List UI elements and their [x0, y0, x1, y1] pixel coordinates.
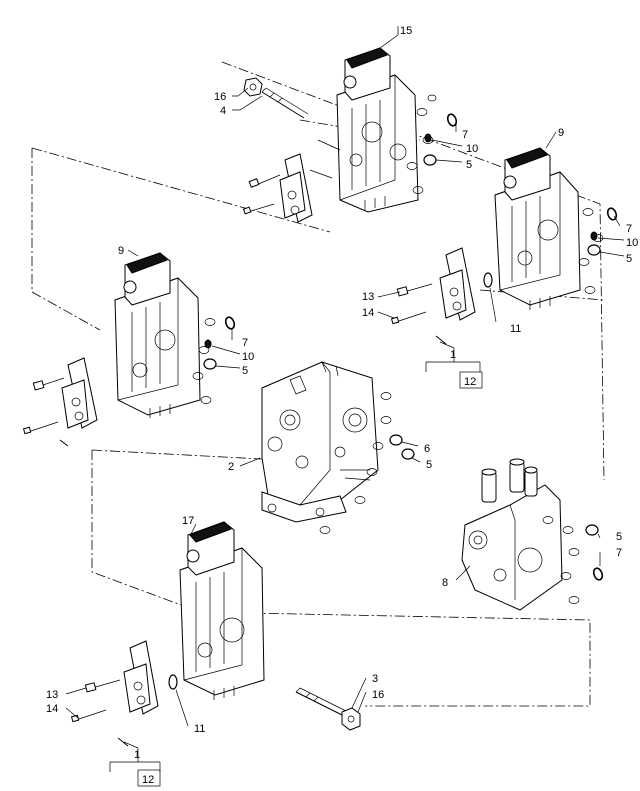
callout-12-bottom: 12	[142, 774, 154, 786]
seal-7-a	[446, 113, 458, 127]
seal-7-c	[224, 316, 236, 330]
callout-9-left: 9	[118, 245, 124, 257]
callout-10-b: 10	[626, 237, 638, 249]
callout-13-right: 13	[362, 291, 374, 303]
callout-7-d: 7	[616, 547, 622, 559]
end-cover-left	[61, 357, 98, 429]
callout-2: 2	[228, 461, 234, 473]
leader-lines	[65, 26, 625, 772]
box-12-right	[459, 371, 483, 389]
screw-14-right	[390, 311, 427, 325]
nut-16-bottom	[341, 707, 361, 731]
callout-11-right: 11	[510, 323, 521, 335]
callout-14-bottom: 14	[46, 703, 58, 715]
callout-11-bottom: 11	[194, 723, 205, 735]
nut-16-top	[243, 77, 263, 97]
callout-8: 8	[442, 577, 448, 589]
seal-7-b	[606, 207, 618, 221]
oring-5-d	[401, 448, 415, 460]
seal-7-d	[592, 567, 604, 581]
callout-7-b: 7	[626, 223, 632, 235]
callout-6: 6	[424, 443, 430, 455]
spring-pin-1-bottom	[117, 737, 129, 747]
end-cover-bottom	[123, 640, 159, 715]
inlet-body-2	[261, 361, 392, 534]
bolt-13-bottom	[84, 679, 121, 693]
callout-16-top: 16	[214, 91, 226, 103]
seal-10-a	[424, 133, 432, 143]
callout-17: 17	[182, 515, 194, 527]
valve-section-17	[179, 521, 265, 700]
screw-left-b	[22, 421, 59, 435]
seal-10-c	[204, 339, 212, 349]
callout-10-a: 10	[466, 143, 478, 155]
callout-1-right: 1	[450, 349, 456, 361]
valve-section-9-left	[114, 252, 216, 418]
callout-15: 15	[400, 25, 412, 37]
oring-5-b	[587, 244, 601, 256]
screw-14-bottom	[70, 709, 107, 723]
spring-pin-left	[59, 439, 69, 447]
spring-pin-1-right	[435, 335, 447, 345]
end-cover-right	[439, 247, 476, 321]
tie-rod-3	[295, 687, 353, 719]
callout-16-bottom: 16	[372, 689, 384, 701]
callout-13-bottom: 13	[46, 689, 58, 701]
bolt-left-a	[32, 377, 65, 391]
callout-5-e: 5	[616, 531, 622, 543]
callout-5-d: 5	[426, 459, 432, 471]
bolt-upper-a	[248, 174, 281, 188]
callout-14-right: 14	[362, 307, 374, 319]
callout-5-c: 5	[242, 365, 248, 377]
bolt-upper-b	[242, 203, 275, 215]
callout-5-a: 5	[466, 159, 472, 171]
oring-6	[389, 434, 403, 446]
valve-section-15	[309, 47, 437, 213]
oring-5-a	[423, 154, 437, 166]
callout-5-b: 5	[626, 253, 632, 265]
callout-3: 3	[372, 673, 378, 685]
oring-11-right	[483, 272, 493, 288]
oring-5-c	[203, 358, 217, 370]
callout-7-c: 7	[242, 337, 248, 349]
callout-4: 4	[220, 105, 226, 117]
tie-rod-4	[261, 87, 309, 119]
oring-11-bottom	[168, 674, 178, 690]
callout-1-bottom: 1	[134, 749, 140, 761]
callout-9-right: 9	[558, 127, 564, 139]
callout-10-c: 10	[242, 351, 254, 363]
outlet-body-8	[461, 458, 580, 611]
bolt-13-right	[396, 283, 433, 297]
oring-5-e	[585, 524, 599, 536]
box-12-bottom	[137, 769, 161, 787]
valve-section-9-right	[494, 147, 604, 310]
callout-12-right: 12	[464, 376, 476, 388]
callout-numbers: 15 16 4 7 10 5 9 7 10 5 9 7 10 5 13 14 1…	[46, 25, 638, 786]
end-cover-upper	[279, 153, 313, 223]
seal-10-b	[590, 231, 598, 241]
callout-7-a: 7	[462, 129, 468, 141]
